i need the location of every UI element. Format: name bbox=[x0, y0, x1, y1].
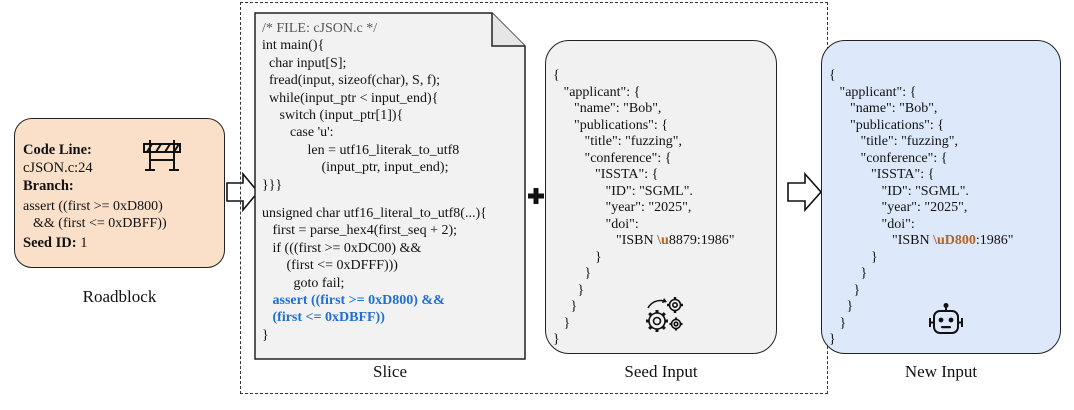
gears-icon bbox=[646, 297, 683, 332]
roadblock-caption: Roadblock bbox=[82, 287, 157, 306]
seed-json-line: "ISSTA": { bbox=[553, 167, 659, 182]
new-input-json-line: "doi": bbox=[829, 216, 915, 232]
code-line: assert ((first >= 0xD800) && bbox=[262, 293, 445, 308]
seed-json-line: } bbox=[553, 332, 560, 347]
code-line: fread(input, sizeof(char), S, f); bbox=[262, 73, 441, 89]
seed-json-line: "ISBN \u8879:1986" bbox=[553, 233, 735, 248]
seed-input-caption: Seed Input bbox=[624, 362, 698, 381]
code-line-value: cJSON.c:24 bbox=[23, 160, 93, 176]
seed-json-line: { bbox=[553, 68, 560, 83]
seed-json-line: "year": "2025", bbox=[553, 200, 692, 215]
new-input-json-line: "ISBN \uD800:1986" bbox=[829, 233, 1014, 248]
seed-input-box bbox=[545, 40, 777, 354]
code-line: unsigned char utf16_literal_to_utf8(...)… bbox=[262, 206, 487, 221]
new-input-json-line: "applicant": { bbox=[829, 84, 917, 100]
seed-id-label: Seed ID: bbox=[23, 235, 77, 251]
code-line: /* FILE: cJSON.c */ bbox=[262, 21, 378, 36]
new-input-json-line: "publications": { bbox=[829, 117, 944, 133]
branch-line-1: assert ((first >= 0xD800) bbox=[23, 199, 163, 214]
new-input-json-line: "year": "2025", bbox=[829, 200, 968, 215]
code-line: (input_ptr, input_end); bbox=[262, 160, 449, 176]
plus-icon bbox=[528, 188, 544, 204]
code-line: (first <= 0xDBFF)) bbox=[262, 310, 385, 326]
unicode-escape: \u bbox=[657, 233, 669, 248]
slice-code: /* FILE: cJSON.c */ int main(){ char inpu… bbox=[262, 20, 524, 356]
seed-id: Seed ID: 1 bbox=[23, 234, 87, 252]
code-line: }}} bbox=[262, 177, 283, 193]
new-input-json-line: } bbox=[829, 315, 847, 331]
new-input-json-line: "ID": "SGML". bbox=[829, 183, 969, 199]
seed-json-line: } bbox=[553, 266, 592, 281]
seed-json-line: "doi": bbox=[553, 216, 639, 232]
seed-json: { "applicant": { "name": "Bob", "publica… bbox=[553, 68, 773, 347]
seed-json-line: "name": "Bob", bbox=[553, 101, 662, 116]
new-input-json-line: { bbox=[829, 68, 836, 83]
seed-json-line: "ID": "SGML". bbox=[553, 183, 693, 199]
new-input-json-line: } bbox=[829, 299, 854, 314]
new-input-json-line: "ISSTA": { bbox=[829, 167, 935, 182]
slice-caption: Slice bbox=[373, 362, 407, 381]
new-input-json-line: } bbox=[829, 266, 868, 281]
code-line: first = parse_hex4(first_seq + 2); bbox=[262, 223, 458, 239]
code-line: case 'u': bbox=[262, 125, 334, 141]
hollow-arrow-icon bbox=[226, 172, 260, 212]
robot-icon bbox=[929, 303, 963, 334]
code-line: int main(){ bbox=[262, 38, 325, 54]
new-input-json-line: "name": "Bob", bbox=[829, 101, 938, 116]
branch-label: Branch: bbox=[23, 178, 74, 194]
code-line: } bbox=[262, 327, 269, 343]
roadblock-box: Code Line: cJSON.c:24 Branch: assert ((f… bbox=[14, 118, 225, 268]
unicode-escape: \uD800 bbox=[933, 233, 976, 248]
branch-line-2: && (first <= 0xDBFF)) bbox=[33, 216, 167, 231]
new-input-box bbox=[821, 40, 1061, 354]
new-json: { "applicant": { "name": "Bob", "publica… bbox=[829, 68, 1057, 347]
hollow-arrow-icon bbox=[787, 172, 823, 212]
roadblock-barrier-icon bbox=[143, 140, 181, 171]
seed-id-value: 1 bbox=[80, 235, 88, 251]
code-line: if (((first >= 0xDC00) && bbox=[262, 240, 422, 256]
new-input-json-line: "conference": { bbox=[829, 150, 948, 166]
slice-document-icon bbox=[254, 12, 526, 360]
seed-json-line: } bbox=[553, 282, 585, 298]
seed-json-line: "publications": { bbox=[553, 117, 668, 133]
code-line: while(input_ptr < input_end){ bbox=[262, 90, 439, 106]
seed-json-line: "conference": { bbox=[553, 150, 672, 166]
new-input-json-line: } bbox=[829, 249, 878, 265]
seed-json-line: } bbox=[553, 315, 571, 331]
seed-json-line: } bbox=[553, 299, 578, 314]
seed-json-line: "title": "fuzzing", bbox=[553, 134, 683, 149]
new-input-caption: New Input bbox=[904, 362, 978, 381]
code-line: (first <= 0xDFFF))) bbox=[262, 258, 398, 274]
seed-json-line: "applicant": { bbox=[553, 84, 641, 100]
code-line: switch (input_ptr[1]){ bbox=[262, 108, 404, 123]
code-line: char input[S]; bbox=[262, 55, 347, 71]
new-input-json-line: } bbox=[829, 332, 836, 347]
code-line-label: Code Line: bbox=[23, 142, 92, 158]
code-line: goto fail; bbox=[262, 275, 345, 291]
new-input-json-line: "title": "fuzzing", bbox=[829, 134, 959, 149]
new-input-json-line: } bbox=[829, 282, 861, 298]
code-line: len = utf16_literak_to_utf8 bbox=[262, 142, 460, 158]
seed-json-line: } bbox=[553, 249, 602, 265]
